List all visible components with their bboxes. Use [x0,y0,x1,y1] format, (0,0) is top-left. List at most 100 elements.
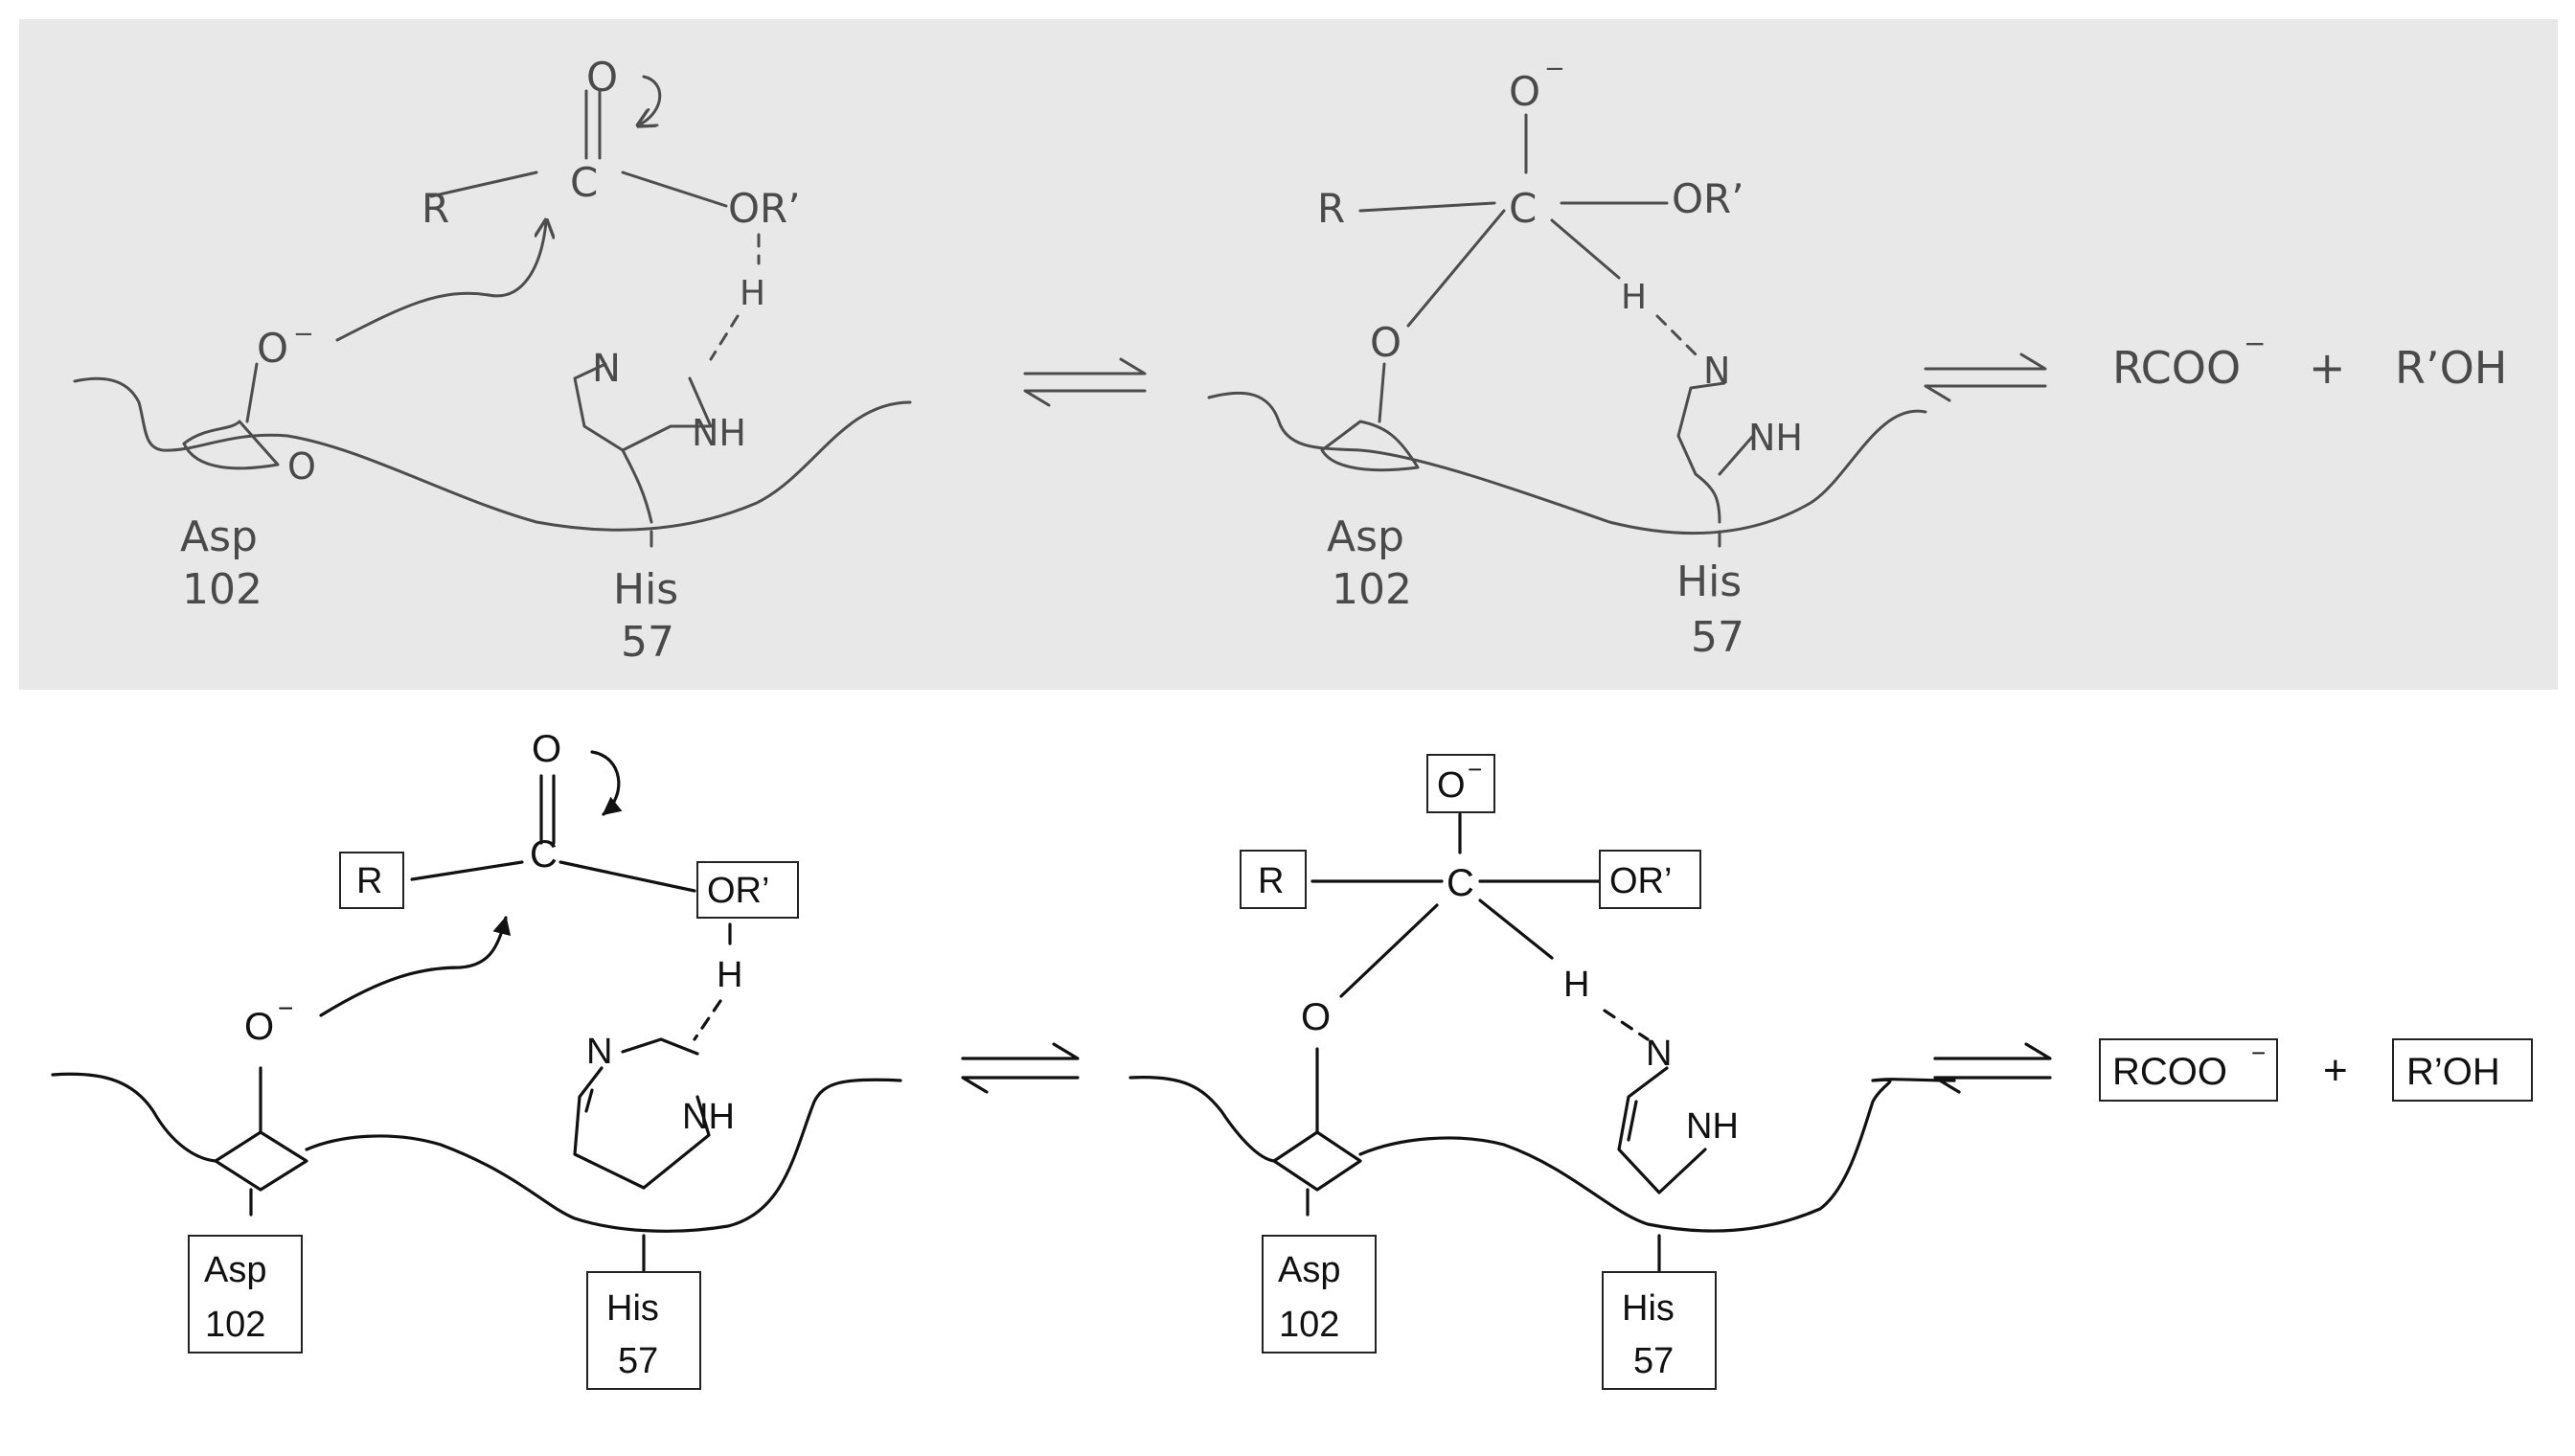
clean-mid-o-minus: O [1437,765,1466,806]
sketch-mid-o: O [1370,319,1401,366]
clean-mid-nh: NH [1686,1106,1739,1147]
sketch-mid-or-prime: OR’ [1672,175,1744,222]
clean-mid-asp-label: Asp [1278,1250,1340,1290]
clean-his-box [586,1271,701,1390]
sketch-middle-structure: O − R C OR’ H O N NH Asp 102 His 57 [1207,55,1927,662]
clean-mid-r-box [1240,850,1307,909]
sketch-curved-arrow-co [640,75,662,125]
clean-mid-r: R [1258,861,1284,901]
clean-mid-his-number: 57 [1633,1341,1674,1381]
paper-background [19,19,2558,690]
sketch-mid-c: C [1509,185,1537,232]
clean-hbond-dash [693,999,722,1041]
sketch-his-number: 57 [621,618,674,667]
clean-mid-c-bonds [1310,812,1611,960]
clean-mid-or-prime: OR’ [1609,861,1672,901]
sketch-asp-label: Asp [180,512,258,561]
sketch-mid-minus: − [1544,55,1565,83]
sketch-r: R [422,185,449,232]
hand-sketch-panel: O R C OR’ H O − O N NH Asp 102 His 57 [19,19,2558,690]
sketch-mid-nh: NH [1748,417,1803,459]
sketch-mid-asp-ring [1320,420,1420,472]
clean-curved-arrow-attack [319,916,512,1017]
clean-curved-arrow-co [590,750,623,816]
clean-or-prime: OR’ [707,871,769,911]
sketch-n: N [592,347,621,391]
clean-r-box [339,852,404,909]
sketch-mid-asp-number: 102 [1332,565,1412,614]
sketch-mid-o-bonds [1378,209,1506,423]
sketch-mid-his-number: 57 [1691,613,1744,662]
clean-rcoo: RCOO [2112,1051,2227,1093]
sketch-rcoo: RCOO [2112,342,2241,394]
clean-mid-his-label: His [1622,1288,1675,1329]
sketch-roh: R’OH [2395,342,2507,394]
sketch-o-top: O [586,54,618,101]
sketch-his-label: His [613,565,678,614]
clean-n: N [586,1032,612,1072]
clean-his-label: His [606,1288,659,1329]
clean-mid-asp-box [1262,1235,1377,1354]
sketch-minus-sign: − [293,320,314,349]
clean-c: C [530,833,558,876]
clean-asp-label: Asp [204,1250,266,1290]
clean-mid-pyrazole [1617,1066,1707,1274]
clean-rcoo-box [2099,1038,2278,1102]
sketch-mid-c-bonds [1358,113,1669,280]
clean-double-bond [539,774,556,845]
sketch-curved-arrow-attack [335,222,546,342]
sketch-hbond-dashes [709,233,761,361]
clean-mid-his-box [1602,1271,1717,1390]
clean-equilibrium-2 [1933,1042,2052,1094]
sketch-double-bond [584,89,602,160]
sketch-imidazole-ring [573,362,713,524]
clean-asp-diamond [214,1130,308,1192]
sketch-o-minus: O [257,325,288,372]
clean-mid-o: O [1301,996,1331,1038]
clean-o-minus-sign: − [278,993,293,1023]
sketch-asp-number: 102 [182,565,262,614]
sketch-mid-his-label: His [1676,557,1742,606]
sketch-protein-backbone [73,376,912,532]
sketch-products: RCOO − + R’OH [2112,328,2507,394]
clean-mid-n: N [1646,1034,1672,1074]
clean-mid-or-box [1599,850,1701,909]
clean-mid-o-bonds [1315,903,1439,1134]
sketch-mid-r: R [1317,185,1345,232]
sketch-asp-ring [182,420,280,470]
clean-imidazole-double [584,1088,594,1113]
clean-nh: NH [682,1097,735,1137]
clean-r: R [356,861,382,901]
sketch-mid-pyrazole [1676,381,1755,548]
sketch-mid-hbond [1655,314,1699,358]
clean-mid-asp-diamond [1272,1130,1362,1192]
clean-mid-pyrazole-double [1627,1100,1638,1142]
clean-imidazole-ring [573,1037,711,1190]
clean-mid-hbond [1603,1009,1650,1041]
sketch-o-ring: O [287,445,316,488]
clean-asp-number: 102 [205,1305,265,1345]
clean-left-structure: O R C OR’ H O − N NH Asp 102 His 57 [51,728,902,1390]
sketch-h: H [740,274,765,313]
clean-h: H [717,955,742,995]
sketch-rcoo-minus: − [2244,328,2266,359]
sketch-carbonyl-bonds [429,171,728,208]
clean-mid-asp-number: 102 [1279,1305,1339,1345]
clean-mid-backbone [1128,1075,1956,1233]
clean-middle-structure: O − R C OR’ H O N NH Asp 102 His 57 [1128,754,1956,1390]
sketch-mid-n: N [1703,350,1730,392]
clean-his-number: 57 [618,1341,658,1381]
sketch-c: C [570,159,598,206]
clean-or-box [696,861,799,919]
clean-mid-h: H [1563,965,1589,1005]
sketch-mid-backbone [1207,391,1927,535]
clean-asp-box [188,1235,303,1354]
sketch-left-structure: O R C OR’ H O − O N NH Asp 102 His 57 [73,54,912,667]
clean-mid-o-minus-sign: − [1468,755,1482,784]
clean-o-top: O [532,728,561,770]
sketch-mid-o-minus: O [1509,68,1540,115]
clean-carbonyl-bonds [410,860,696,893]
clean-mid-o-box [1426,754,1495,813]
clean-rcoo-minus: − [2251,1038,2266,1067]
